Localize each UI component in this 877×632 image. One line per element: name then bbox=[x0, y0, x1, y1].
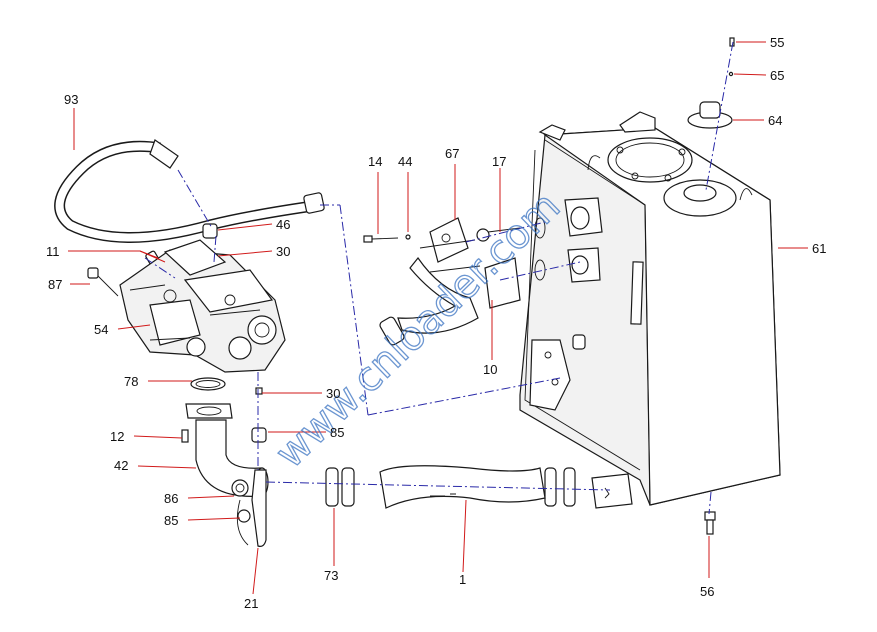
callout-10: 10 bbox=[483, 362, 497, 377]
callout-61: 61 bbox=[812, 241, 826, 256]
callout-93: 93 bbox=[64, 92, 78, 107]
callout-labels: 55 65 64 61 56 14 44 67 17 10 93 46 11 3… bbox=[46, 35, 826, 611]
callout-65: 65 bbox=[770, 68, 784, 83]
callout-14: 14 bbox=[368, 154, 382, 169]
callout-46: 46 bbox=[276, 217, 290, 232]
callout-42: 42 bbox=[114, 458, 128, 473]
callout-78: 78 bbox=[124, 374, 138, 389]
callout-21: 21 bbox=[244, 596, 258, 611]
hose-clamps-tank bbox=[544, 467, 576, 507]
callout-73: 73 bbox=[324, 568, 338, 583]
callout-54: 54 bbox=[94, 322, 108, 337]
callout-55: 55 bbox=[770, 35, 784, 50]
suction-hose bbox=[379, 465, 546, 509]
callout-64: 64 bbox=[768, 113, 782, 128]
callout-30-upper: 30 bbox=[276, 244, 290, 259]
callout-30-lower: 30 bbox=[326, 386, 340, 401]
suction-tube-assembly bbox=[363, 217, 546, 346]
hydraulic-tank bbox=[519, 111, 781, 509]
callout-17: 17 bbox=[492, 154, 506, 169]
hydraulic-pump bbox=[119, 239, 286, 373]
callout-87: 87 bbox=[48, 277, 62, 292]
fitting-87 bbox=[87, 267, 119, 297]
callout-86: 86 bbox=[164, 491, 178, 506]
hose-clamps-73 bbox=[325, 467, 355, 507]
pump-hose bbox=[54, 139, 325, 268]
filler-cap bbox=[687, 37, 735, 129]
callout-1: 1 bbox=[459, 572, 466, 587]
pump-outlet-parts bbox=[181, 377, 263, 443]
drain-plug bbox=[704, 511, 716, 535]
centerlines bbox=[144, 41, 734, 515]
callout-44: 44 bbox=[398, 154, 412, 169]
leader-lines bbox=[68, 41, 808, 595]
callout-67: 67 bbox=[445, 146, 459, 161]
callout-56: 56 bbox=[700, 584, 714, 599]
callout-12: 12 bbox=[110, 429, 124, 444]
callout-11: 11 bbox=[46, 244, 60, 259]
callout-85-upper: 85 bbox=[330, 425, 344, 440]
callout-85-lower: 85 bbox=[164, 513, 178, 528]
suction-elbow bbox=[195, 419, 269, 547]
watermark: www.cnloader.com bbox=[267, 183, 569, 477]
